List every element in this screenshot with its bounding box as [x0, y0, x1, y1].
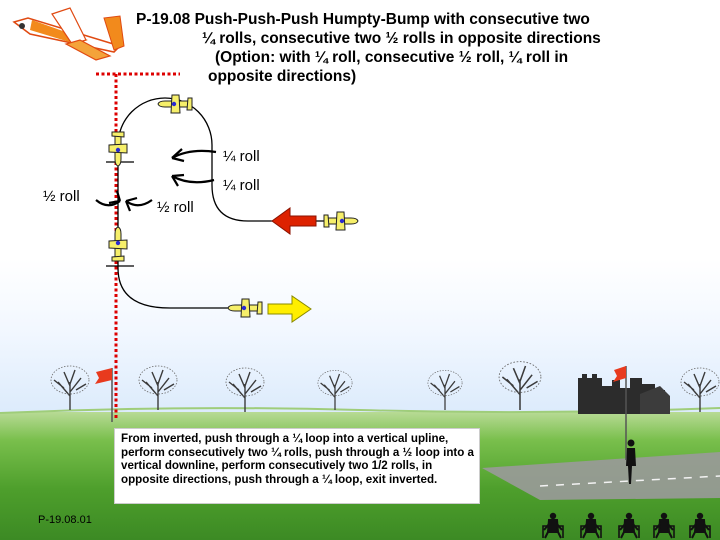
person-icon: [580, 511, 602, 539]
castle-silhouette: [578, 374, 670, 414]
tree-icon: [138, 365, 178, 411]
tree-icon: [427, 369, 463, 411]
roll-arrows: [95, 148, 217, 212]
tree-icon: [317, 369, 353, 411]
runway: [482, 452, 720, 500]
runway-markings: [539, 475, 720, 487]
half-roll-label: ½ roll: [157, 199, 194, 216]
plane-icon: [108, 226, 128, 262]
aircraft-illustration: [12, 7, 125, 61]
tree-icon: [498, 360, 542, 411]
flag-icon: [95, 368, 113, 422]
flight-path: [117, 97, 348, 309]
figure-code: P-19.08.01: [38, 514, 92, 526]
figure-title: P-19.08 Push-Push-Push Humpty-Bump with …: [136, 10, 696, 86]
tree-icon: [225, 367, 265, 413]
plane-icon: [108, 131, 128, 167]
quarter-roll-label: ¼ roll: [223, 148, 260, 165]
figure-description: From inverted, push through a ¼ loop int…: [114, 428, 480, 504]
flag-icon: [613, 366, 627, 460]
plane-icon: [227, 298, 263, 318]
title-line: opposite directions): [208, 68, 357, 85]
person-icon: [689, 511, 711, 539]
plane-icon: [323, 211, 359, 231]
person-icon: [653, 511, 675, 539]
tree-icon: [680, 367, 720, 413]
arrow-right-icon: [267, 295, 312, 323]
arrow-left-icon: [271, 207, 317, 235]
title-line: ¼ rolls, consecutive two ½ rolls in oppo…: [202, 30, 601, 47]
pilot-icon: [626, 439, 636, 484]
person-icon: [618, 511, 640, 539]
title-line: (Option: with ¼ roll, consecutive ½ roll…: [215, 49, 569, 66]
quarter-roll-label: ¼ roll: [223, 177, 260, 194]
person-icon: [542, 511, 564, 539]
title-line: P-19.08 Push-Push-Push Humpty-Bump with …: [136, 11, 590, 28]
tree-icon: [50, 365, 90, 411]
half-roll-label: ½ roll: [43, 188, 80, 205]
